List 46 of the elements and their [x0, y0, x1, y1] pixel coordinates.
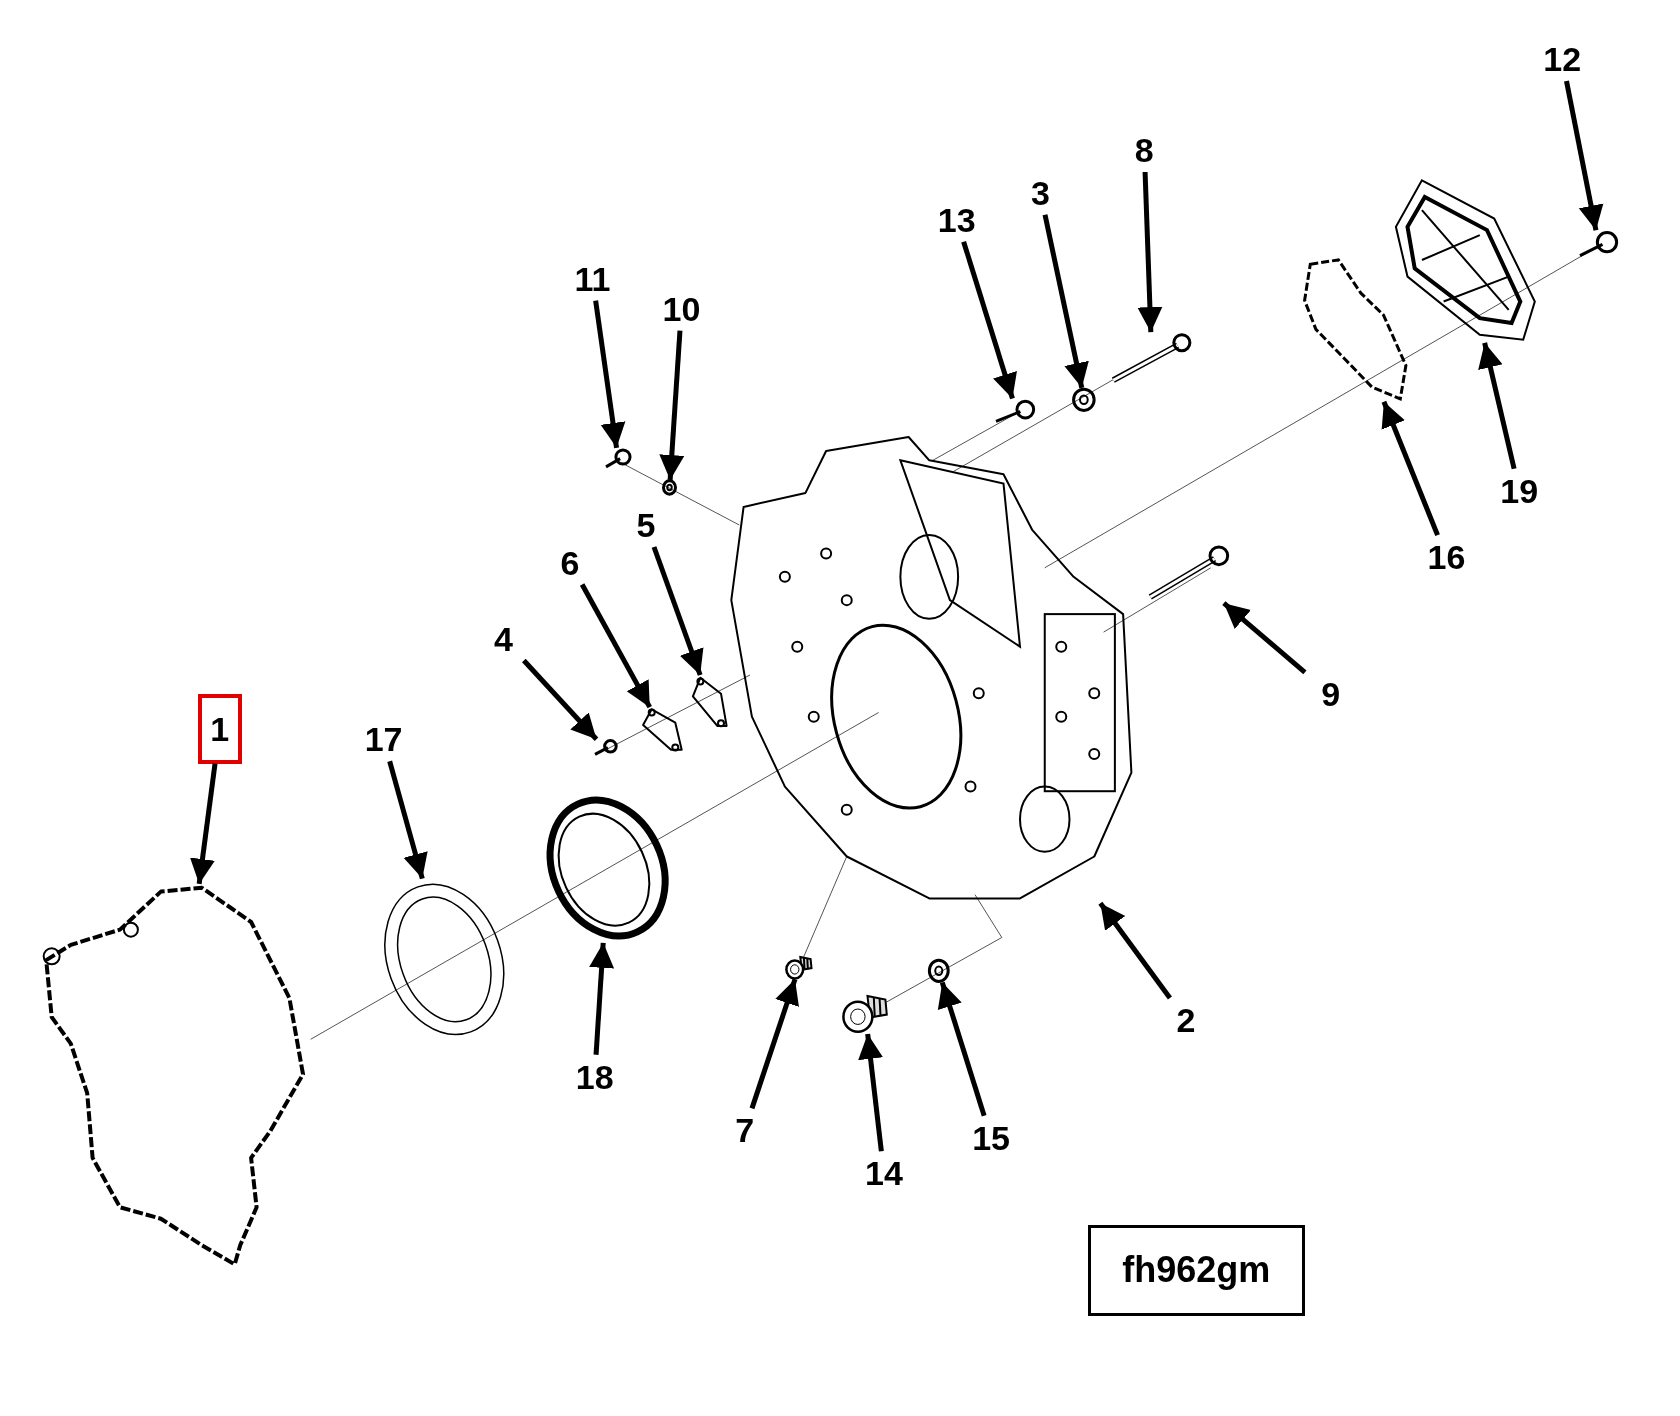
- leader-arrow: [858, 1033, 884, 1152]
- plug-drawing: [785, 953, 814, 980]
- callout-number: 10: [654, 286, 709, 331]
- leader-arrow: [589, 942, 615, 1055]
- leader-arrow: [522, 658, 599, 741]
- leader-arrow: [937, 981, 987, 1117]
- leader-arrow: [651, 546, 704, 676]
- washer-drawing: [662, 480, 678, 495]
- callout-number: 15: [964, 1115, 1019, 1160]
- callout-number: 16: [1419, 535, 1474, 580]
- washer-drawing: [926, 958, 951, 983]
- callout-number: 2: [1159, 998, 1214, 1042]
- callout-number: 3: [1013, 170, 1068, 215]
- leader-arrow: [387, 760, 428, 880]
- callout-number: 13: [929, 197, 984, 242]
- leader-arrow: [1381, 400, 1440, 537]
- leader-arrow: [579, 583, 652, 709]
- drawing-reference-label: fh962gm: [1087, 1224, 1305, 1316]
- callout-number: 17: [356, 717, 411, 762]
- leader-arrow: [749, 978, 799, 1110]
- leader-arrow: [961, 240, 1017, 400]
- callout-number: 5: [619, 503, 674, 547]
- washer-drawing: [1071, 387, 1098, 412]
- callout-number: 12: [1535, 36, 1590, 81]
- leader-arrow: [659, 330, 685, 481]
- callout-number: 1: [197, 693, 242, 764]
- leader-arrow: [1478, 342, 1517, 470]
- callout-number: 11: [565, 256, 620, 301]
- leader-arrow: [1098, 901, 1172, 1000]
- plate-drawing: [691, 675, 729, 729]
- leader-arrow: [1222, 601, 1307, 675]
- plate-drawing: [640, 707, 684, 753]
- leader-arrow: [190, 763, 218, 885]
- callout-number: 9: [1303, 672, 1358, 717]
- leader-arrow: [1564, 80, 1604, 231]
- callout-number: 6: [543, 540, 597, 585]
- cover-drawing: [1392, 176, 1538, 343]
- callout-number: 14: [856, 1151, 911, 1196]
- leader-arrow: [1137, 171, 1163, 333]
- leader-arrow: [1042, 214, 1089, 389]
- callout-number: 8: [1117, 128, 1172, 172]
- leader-arrow: [593, 300, 626, 449]
- callout-number: 4: [476, 616, 531, 661]
- callout-number: 7: [717, 1108, 772, 1153]
- callout-number: 19: [1492, 468, 1547, 513]
- callout-number: 18: [567, 1054, 622, 1099]
